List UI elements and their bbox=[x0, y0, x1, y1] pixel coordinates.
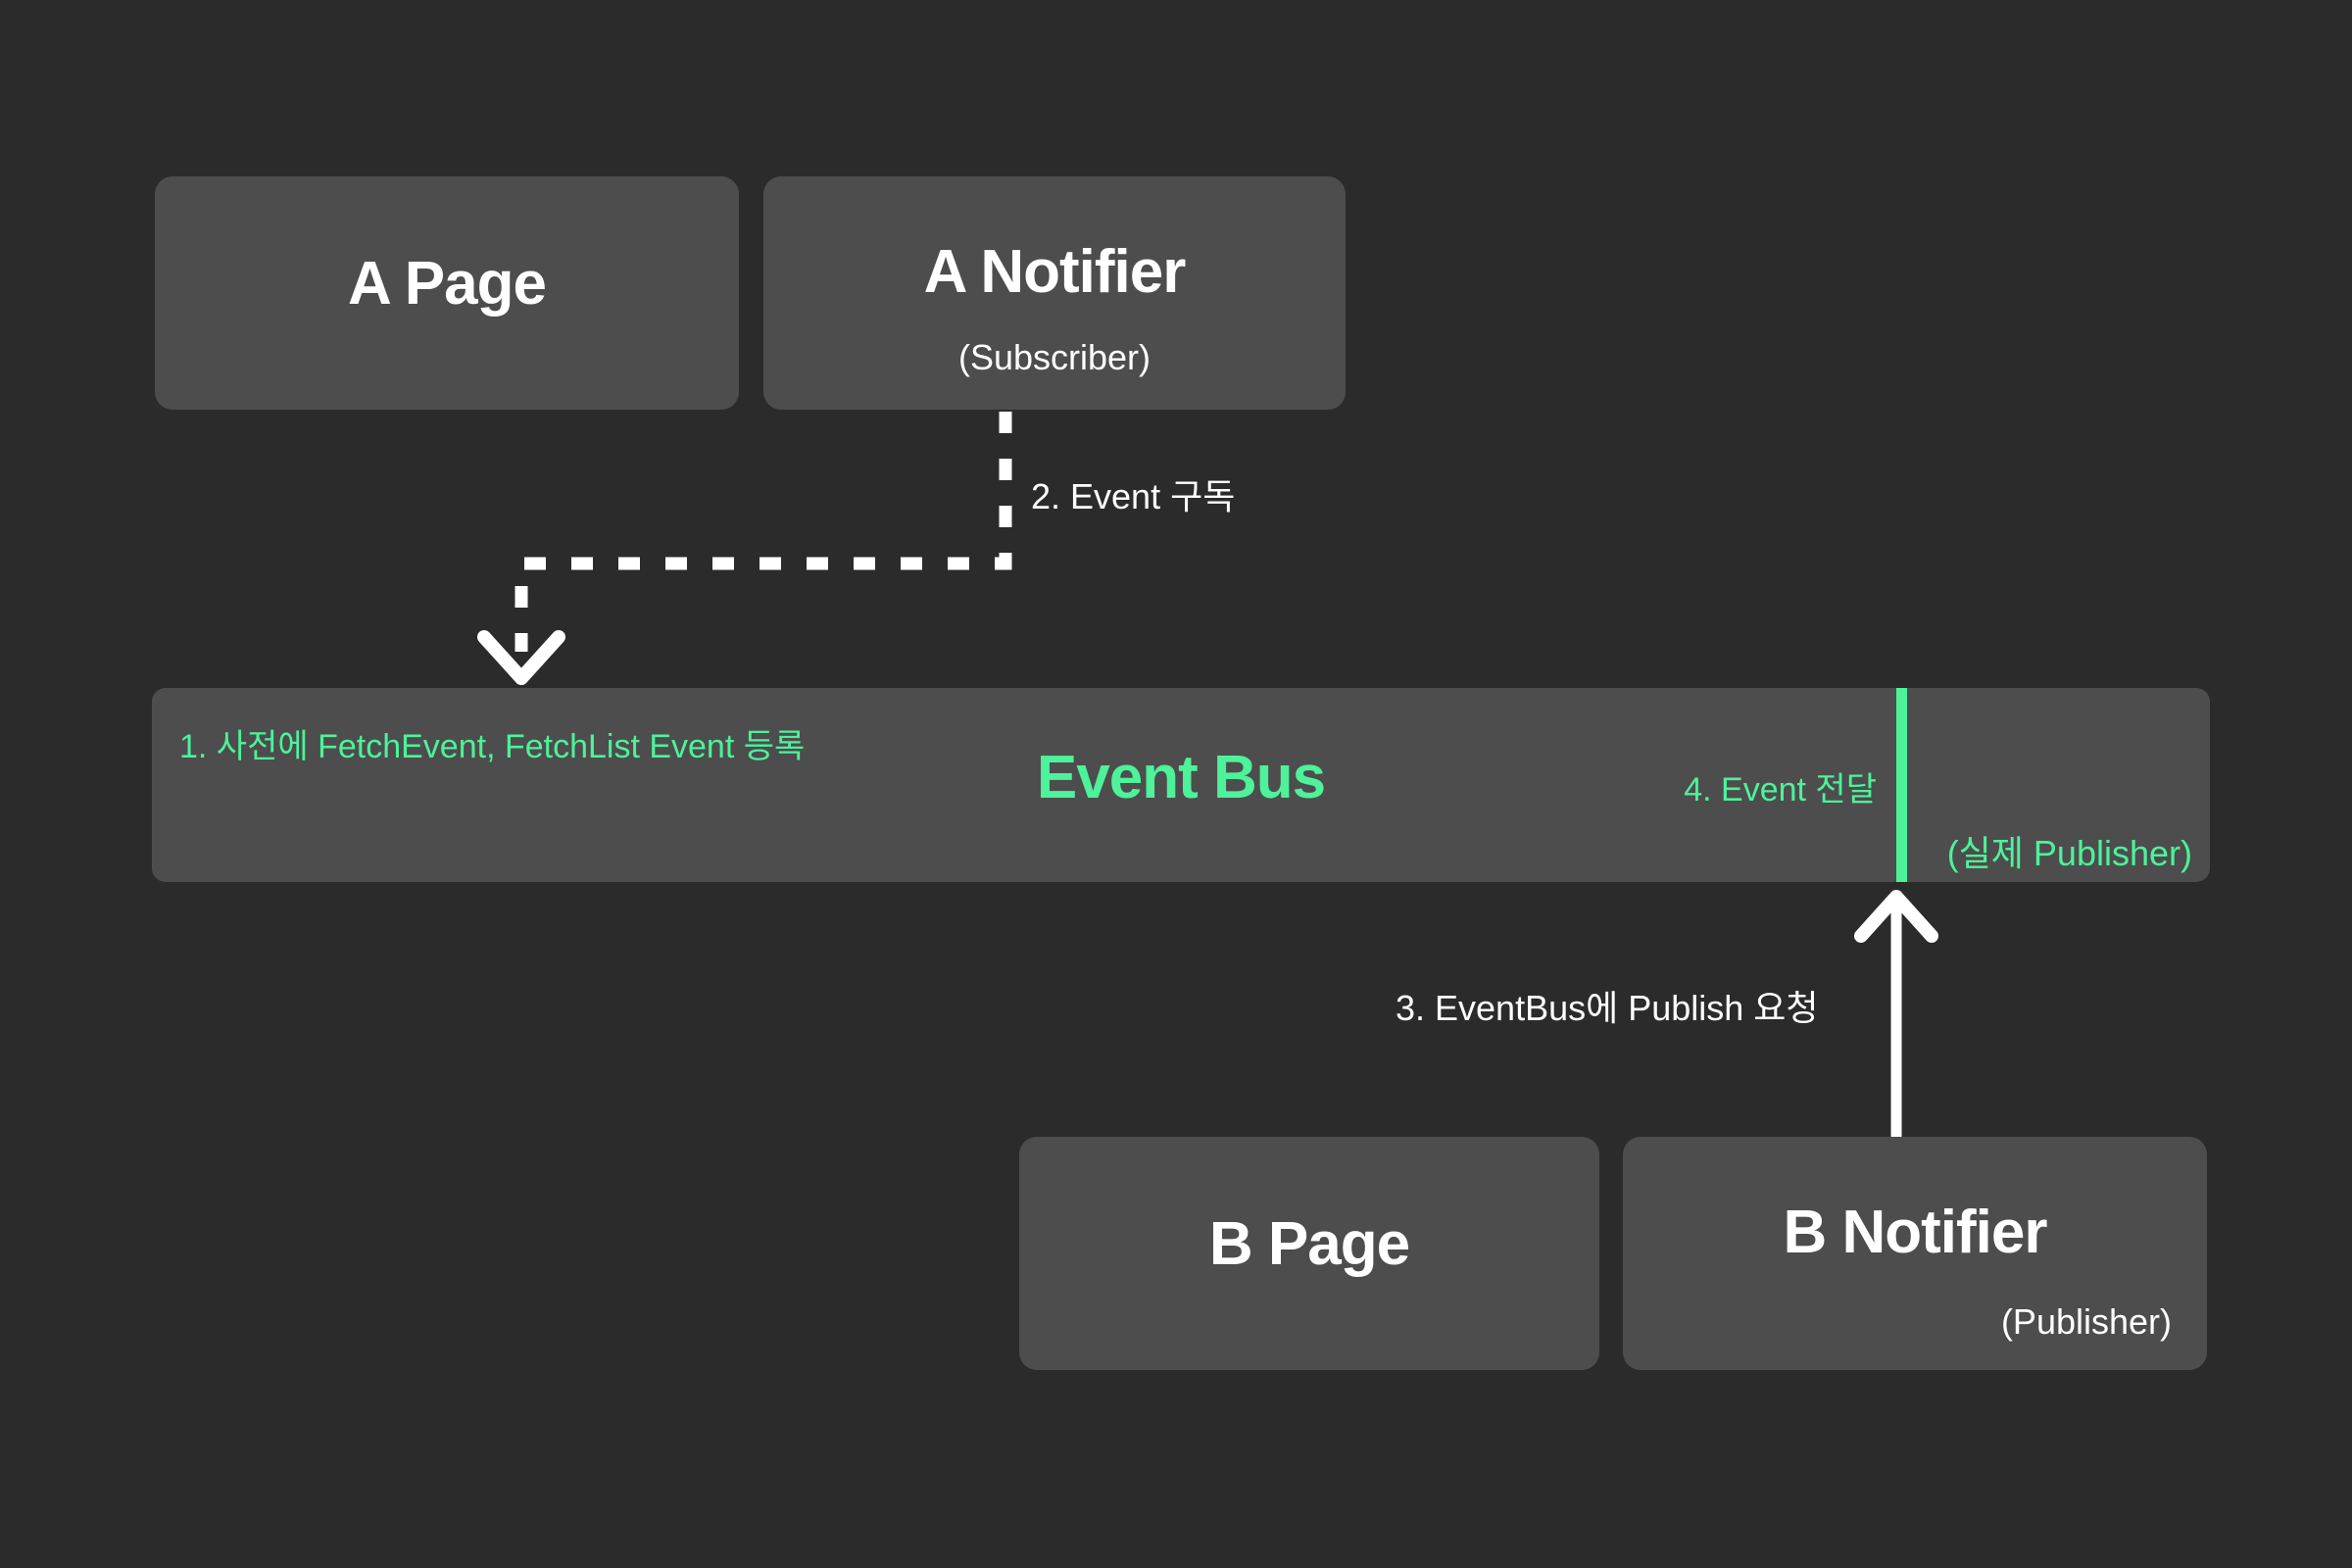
node-b-notifier-title: B Notifier bbox=[1783, 1199, 2048, 1266]
event-bus-note-publisher: (실제 Publisher) bbox=[1946, 833, 2192, 873]
node-a-page-title: A Page bbox=[348, 250, 547, 318]
publish-connector bbox=[1854, 890, 1938, 1137]
edge-label-subscribe: 2. Event 구독 bbox=[1031, 476, 1236, 516]
node-a-notifier[interactable]: A Notifier (Subscriber) bbox=[763, 176, 1346, 410]
event-bus-note-deliver: 4. Event 전달 bbox=[1684, 771, 1877, 808]
node-b-notifier-subtitle: (Publisher) bbox=[2000, 1301, 2172, 1342]
event-bus-divider bbox=[1896, 688, 1907, 882]
node-b-page-title: B Page bbox=[1208, 1210, 1410, 1278]
node-a-notifier-subtitle: (Subscriber) bbox=[957, 337, 1152, 377]
node-b-page[interactable]: B Page bbox=[1019, 1137, 1599, 1370]
node-a-page[interactable]: A Page bbox=[155, 176, 739, 410]
node-b-notifier[interactable]: B Notifier (Publisher) bbox=[1623, 1137, 2207, 1370]
event-bus-note-register: 1. 사전에 FetchEvent, FetchList Event 등록 bbox=[179, 728, 806, 765]
node-a-notifier-title: A Notifier bbox=[923, 238, 1187, 306]
subscribe-connector bbox=[477, 412, 1012, 685]
event-bus-node[interactable]: 1. 사전에 FetchEvent, FetchList Event 등록 Ev… bbox=[152, 688, 2210, 882]
edge-label-publish: 3. EventBus에 Publish 요청 bbox=[1396, 988, 1819, 1028]
arrow-up-icon bbox=[1854, 890, 1938, 943]
arrow-down-icon bbox=[477, 630, 565, 685]
event-bus-title: Event Bus bbox=[1036, 744, 1326, 811]
